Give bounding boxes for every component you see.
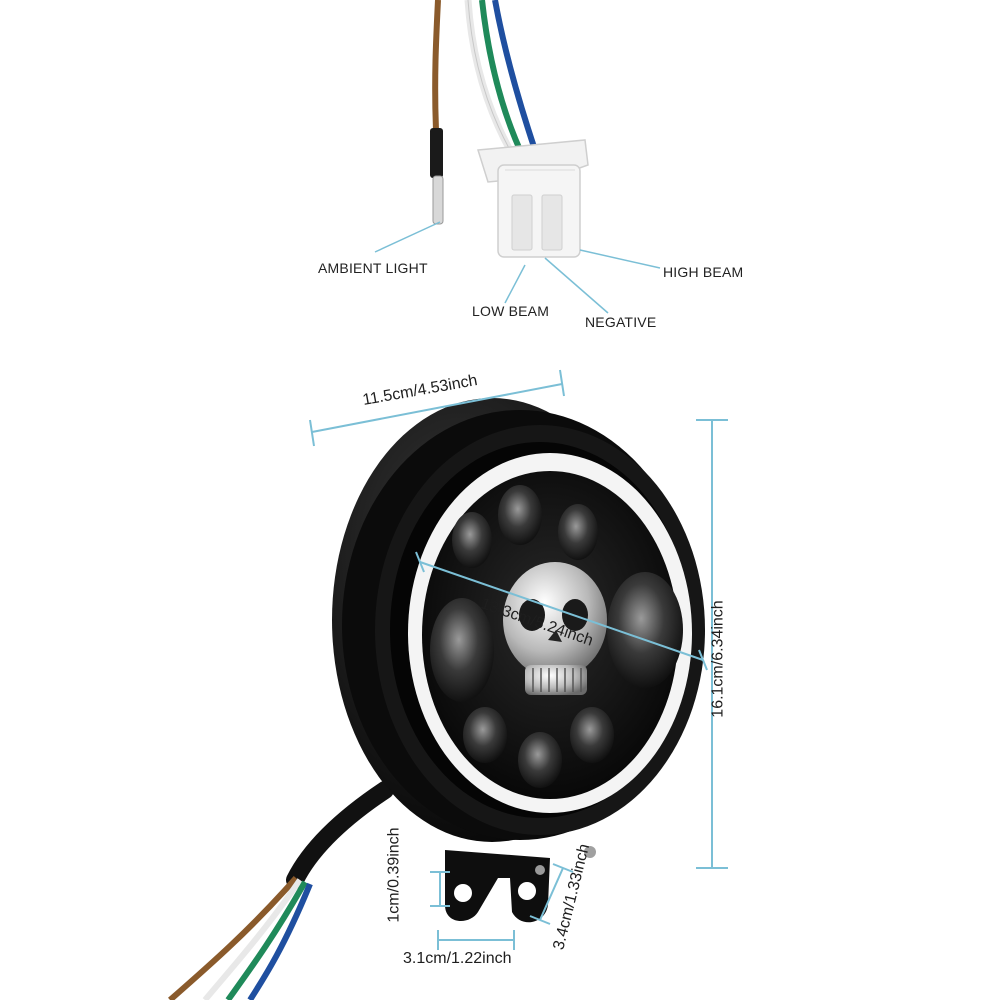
mounting-bracket — [445, 850, 550, 923]
depth-dimension-line — [311, 383, 563, 433]
brown-wire — [432, 0, 441, 131]
dimension-lines — [309, 369, 728, 950]
ambient-light-leader — [374, 221, 441, 253]
top-wiring — [374, 0, 661, 314]
height-dimension-label: 16.1cm/6.34inch — [709, 600, 727, 718]
lens-diameter-dimension-line — [419, 561, 704, 661]
bottom-cable — [168, 781, 394, 1003]
bracket-width-dimension-label: 3.1cm/1.22inch — [403, 950, 512, 967]
low-beam-label: LOW BEAM — [472, 303, 550, 319]
connector-plug — [477, 139, 589, 258]
wire-terminal-pin — [432, 175, 444, 225]
white-wire — [464, 0, 514, 152]
high-beam-leader — [579, 249, 661, 269]
led-array — [430, 485, 683, 788]
bracket-hole-dimension-label: 1cm/0.39inch — [385, 827, 403, 923]
bracket-height-dimension-line — [539, 867, 564, 921]
low-beam-leader — [504, 264, 526, 304]
green-wire — [479, 0, 523, 152]
wire-terminal-sleeve — [430, 128, 443, 178]
ambient-light-label: AMBIENT LIGHT — [318, 260, 428, 276]
negative-leader — [544, 257, 609, 314]
high-beam-label: HIGH BEAM — [663, 264, 744, 280]
negative-label: NEGATIVE — [585, 314, 657, 330]
white-wire-outline — [467, 0, 511, 151]
blue-wire — [492, 0, 538, 151]
